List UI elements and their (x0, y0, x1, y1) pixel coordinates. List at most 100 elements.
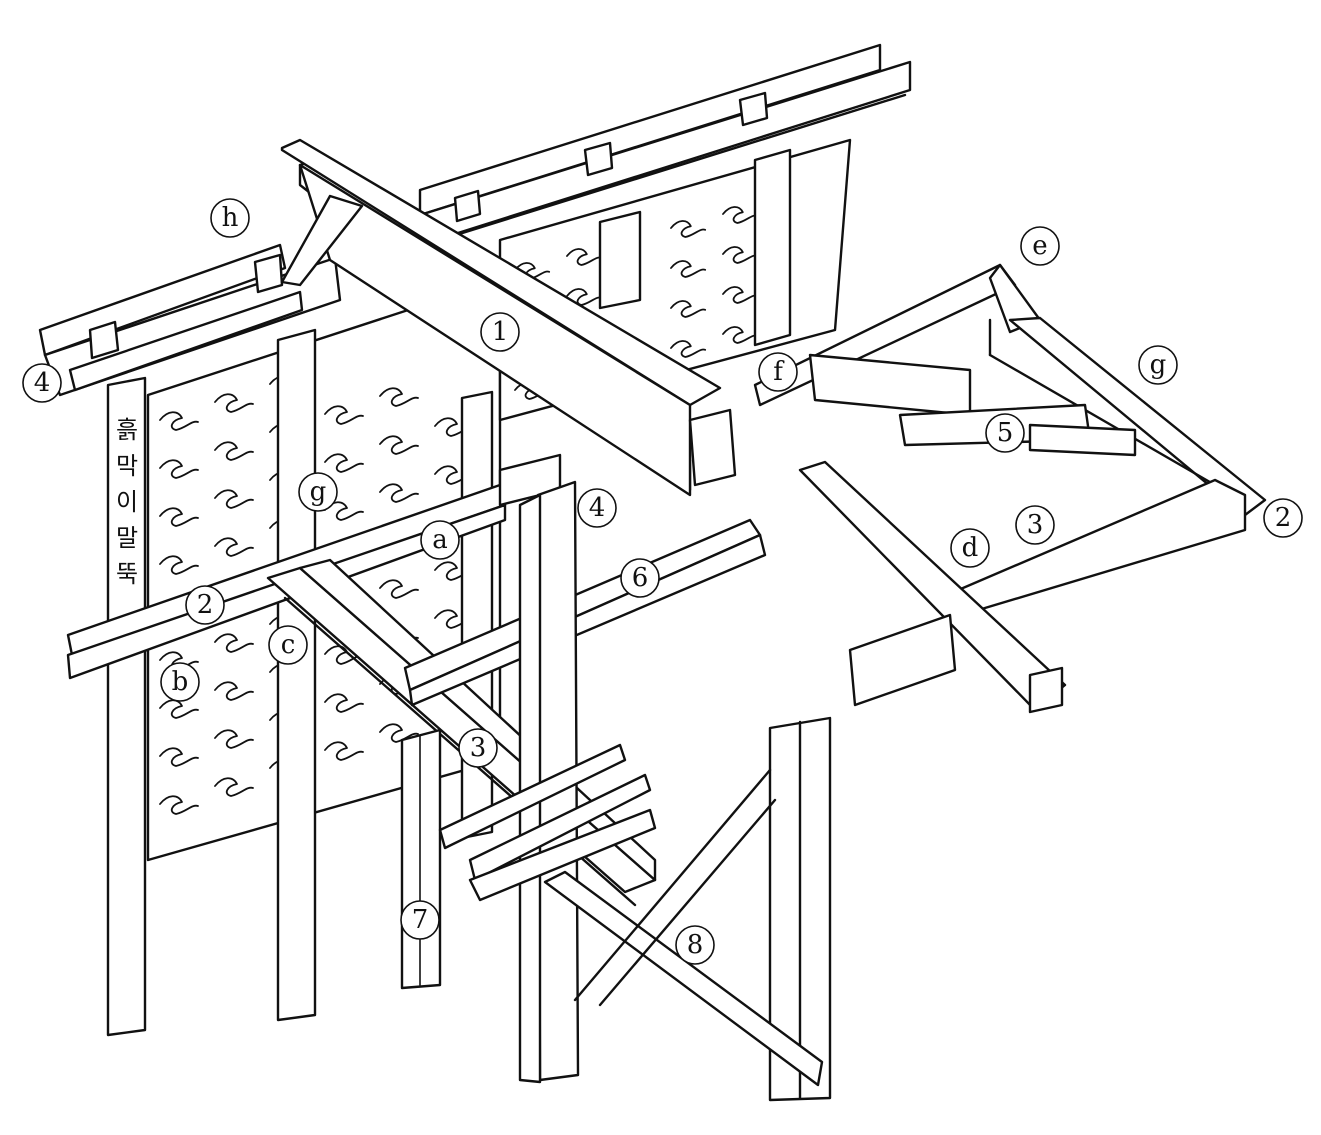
label-text: 5 (997, 418, 1014, 448)
label-text: 8 (687, 930, 704, 960)
label-l4b: 4 (577, 488, 617, 528)
wood-grain-stroke (324, 501, 364, 521)
vertical-text-char: 이 (116, 488, 138, 516)
lower-bracing (438, 743, 657, 902)
wood-grain-stroke (670, 340, 707, 358)
wood-grain-stroke (324, 405, 364, 425)
soldier-piles (106, 148, 792, 1037)
label-circle (1263, 498, 1303, 538)
label-lh: h (210, 198, 250, 238)
wood-grain-stroke (214, 537, 254, 557)
label-circle (268, 625, 308, 665)
wood-grain-stroke (722, 286, 759, 304)
label-circle (577, 488, 617, 528)
label-circle (758, 352, 798, 392)
label-l6: 6 (620, 558, 660, 598)
label-circle (185, 585, 225, 625)
soldier-pile-4 (598, 210, 642, 310)
wood-grain-stroke (214, 777, 254, 797)
right-strut-d (798, 460, 1067, 712)
wood-grain-stroke (324, 693, 364, 713)
wood-grain-stroke (670, 220, 707, 238)
label-l3a: 3 (458, 728, 498, 768)
wood-grain-stroke (379, 579, 419, 599)
label-circle (210, 198, 250, 238)
label-circle (160, 662, 200, 702)
label-circle (400, 900, 440, 940)
label-text: 6 (632, 563, 649, 593)
wood-grain-stroke (566, 248, 603, 266)
column-7 (400, 728, 442, 990)
label-circle (675, 925, 715, 965)
soldier-pile-5 (753, 148, 792, 347)
wood-grain-stroke (159, 459, 199, 479)
label-la: a (420, 520, 460, 560)
wood-grain-stroke (379, 483, 419, 503)
wood-grain-stroke (722, 326, 759, 344)
label-text: 3 (470, 733, 487, 763)
label-text: h (222, 203, 239, 233)
label-text: 1 (492, 317, 509, 347)
vertical-text-char: 뚝 (116, 560, 138, 588)
label-lg1: g (298, 472, 338, 512)
label-circle (985, 413, 1025, 453)
label-l7: 7 (400, 900, 440, 940)
wood-grain-stroke (159, 411, 199, 431)
label-circle (620, 558, 660, 598)
label-text: 7 (412, 905, 429, 935)
label-circle (1020, 226, 1060, 266)
wood-grain-stroke (379, 435, 419, 455)
label-circle (1138, 345, 1178, 385)
wood-grain-stroke (670, 300, 707, 318)
wood-grain-stroke (214, 489, 254, 509)
label-l4a: 4 (22, 363, 62, 403)
label-lg2: g (1138, 345, 1178, 385)
soldier-pile-2 (276, 328, 317, 1022)
wood-grain-stroke (722, 246, 759, 264)
label-text: f (773, 357, 785, 387)
label-circle (480, 312, 520, 352)
right-strut-5c (1028, 423, 1137, 457)
wood-grain-stroke (159, 555, 199, 575)
wood-grain-stroke (159, 747, 199, 767)
label-circle (22, 363, 62, 403)
label-l3b: 3 (1015, 505, 1055, 545)
x-brace-8 (543, 716, 832, 1102)
label-text: g (310, 477, 327, 507)
label-circle (1015, 505, 1055, 545)
label-text: 2 (1275, 503, 1292, 533)
label-le: e (1020, 226, 1060, 266)
wood-grain-stroke (566, 288, 603, 306)
label-circle (458, 728, 498, 768)
label-text: 4 (589, 493, 606, 523)
label-lc: c (268, 625, 308, 665)
soldier-pile-1 (106, 376, 147, 1037)
right-strut-5a (808, 353, 972, 417)
label-l2a: 2 (185, 585, 225, 625)
label-text: 4 (34, 368, 51, 398)
vertical-text-char: 막 (116, 452, 138, 480)
wood-grain-stroke (159, 795, 199, 815)
label-circle (420, 520, 460, 560)
right-frame (753, 263, 1267, 714)
wood-grain-stroke (379, 723, 419, 743)
wood-grain-stroke (214, 633, 254, 653)
label-text: 2 (197, 590, 214, 620)
wood-grain-stroke (670, 260, 707, 278)
label-text: e (1032, 231, 1047, 261)
label-text: c (281, 630, 296, 660)
label-text: a (432, 525, 448, 555)
label-lf: f (758, 352, 798, 392)
label-text: b (172, 667, 189, 697)
wood-grain-stroke (159, 507, 199, 527)
wood-grain-stroke (214, 393, 254, 413)
right-strut-h-end (848, 613, 957, 707)
wood-grain-stroke (324, 453, 364, 473)
label-l8: 8 (675, 925, 715, 965)
wood-grain-stroke (214, 729, 254, 749)
label-l1: 1 (480, 312, 520, 352)
wood-grain-stroke (722, 206, 759, 224)
